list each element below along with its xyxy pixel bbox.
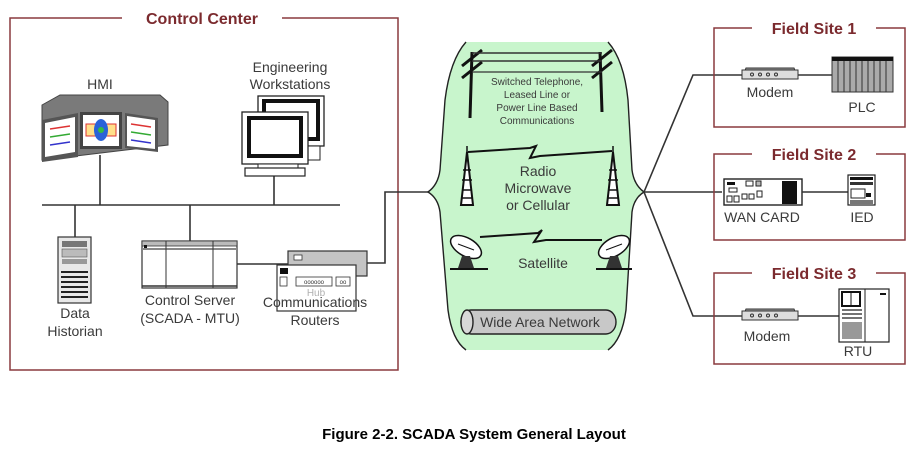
router-wan-link xyxy=(365,191,428,264)
data-historian-icon xyxy=(57,236,92,304)
modem-icon xyxy=(741,67,799,80)
control-center-title: Control Center xyxy=(146,11,258,28)
field-site-2-right-label: IED xyxy=(850,209,873,225)
field-site-3: Field Site 3 Modem RTU xyxy=(713,266,906,365)
field-site-2: Field Site 2 WAN CARD IED xyxy=(713,147,906,241)
modem-icon xyxy=(741,308,799,321)
wan-pipe[interactable] xyxy=(460,309,617,335)
historian-label-line2: Historian xyxy=(47,323,102,339)
historian-label-line1: Data xyxy=(60,305,90,321)
communications-router-icon: oooooo oo xyxy=(276,250,368,312)
control-server-label-line2: (SCADA - MTU) xyxy=(140,310,240,326)
telephone-label-line4: Communications xyxy=(500,116,574,127)
workstation-icon xyxy=(241,95,325,177)
field-site-3-right-label: RTU xyxy=(844,343,873,359)
plc-icon xyxy=(831,56,894,93)
field-site-2-title: Field Site 2 xyxy=(772,147,857,164)
field-site-2-left-label: WAN CARD xyxy=(724,209,800,225)
telephone-label-line2: Leased Line or xyxy=(504,90,571,101)
field-site-1-title: Field Site 1 xyxy=(772,21,857,38)
control-server-label-line1: Control Server xyxy=(145,292,236,308)
field-site-1-left-label: Modem xyxy=(747,84,794,100)
control-center-frame: Control Center xyxy=(9,11,399,371)
wan-label: Wide Area Network xyxy=(480,314,601,330)
control-server-icon xyxy=(141,240,238,289)
routers-hidden-label: Hub xyxy=(307,288,326,299)
svg-text:oooooo: oooooo xyxy=(304,280,325,286)
telephone-pole-icon xyxy=(461,48,613,119)
ied-icon xyxy=(847,174,876,206)
hmi-label: HMI xyxy=(87,76,113,92)
routers-label-line2: Routers xyxy=(290,312,339,328)
figure-caption: Figure 2-2. SCADA System General Layout xyxy=(322,426,626,443)
rtu-icon xyxy=(838,288,890,343)
field-site-1: Field Site 1 Modem PLC xyxy=(713,21,906,128)
svg-text:oo: oo xyxy=(340,280,347,286)
field-site-1-right-label: PLC xyxy=(848,99,875,115)
satellite-dish-icon xyxy=(449,229,632,270)
telephone-label-line1: Switched Telephone, xyxy=(491,77,583,88)
routers-label-line1: Communications xyxy=(263,294,367,310)
field-site-3-left-label: Modem xyxy=(744,328,791,344)
wan-card-icon xyxy=(723,178,803,206)
workstation-label-line1: Engineering xyxy=(253,59,328,75)
radio-label-line3: or Cellular xyxy=(506,197,570,213)
workstation-label-line2: Workstations xyxy=(250,76,331,92)
hmi-icon xyxy=(41,94,169,162)
radio-label-line1: Radio xyxy=(520,163,557,179)
telephone-label-line3: Power Line Based xyxy=(496,103,577,114)
radio-label-line2: Microwave xyxy=(505,180,572,196)
field-site-3-title: Field Site 3 xyxy=(772,266,857,283)
satellite-label: Satellite xyxy=(518,255,568,271)
field-links xyxy=(643,74,742,317)
radio-tower-icon xyxy=(459,144,621,206)
